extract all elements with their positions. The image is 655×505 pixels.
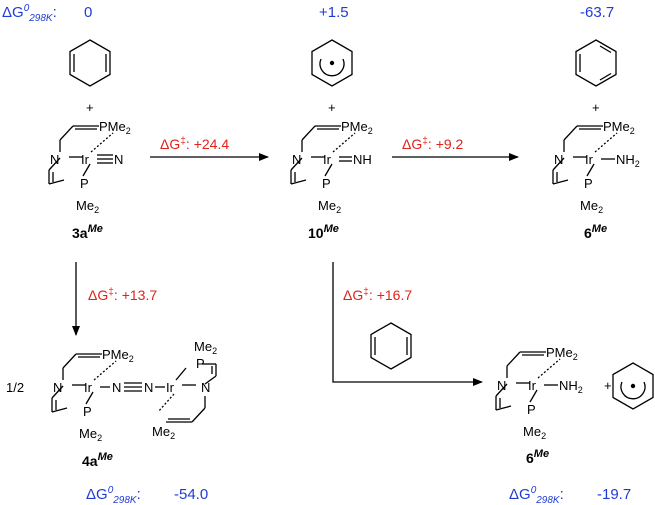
svg-text:N: N [292,152,301,167]
svg-text:Ir: Ir [323,152,332,167]
energy-bottom-left: ΔG0298K: -54.0 [86,485,208,505]
complex-6-top: N Ir NH2 PMe2 P Me2 [552,119,640,215]
svg-text:NH: NH [353,152,372,167]
complex-6-bottom: N Ir NH2 PMe2 P Me2 [495,345,583,441]
label-4a: 4aMe [82,451,113,469]
complex-3a: N Ir N PMe2 P Me2 [48,119,131,215]
benzene [575,39,617,87]
label-3a: 3aMe [72,223,103,241]
svg-text:Me2: Me2 [318,198,341,215]
svg-text:PMe2: PMe2 [603,119,635,136]
plus-4: + [604,378,612,393]
plus-1: + [86,100,94,115]
energy-mid: +1.5 [319,4,349,21]
barrier-3: ΔG‡:+13.7 [88,287,157,303]
svg-text:-19.7: -19.7 [597,486,631,503]
svg-text:PMe2: PMe2 [341,119,373,136]
label-6-top: 6Me [584,223,607,241]
barrier-2: ΔG‡:+9.2 [402,136,464,152]
svg-text:-54.0: -54.0 [174,486,208,503]
svg-text:Ir: Ir [166,380,175,395]
svg-text:N: N [144,380,153,395]
complex-4a: N Ir PMe2 P Me2 N N Ir N P Me2 Me2 [51,339,217,443]
svg-text:NH2: NH2 [559,378,583,395]
svg-text:N: N [53,380,62,395]
svg-text:ΔG0298K:: ΔG0298K: [509,485,564,505]
svg-text:ΔG0298K:: ΔG0298K: [86,485,141,505]
energy-bottom-right: ΔG0298K: -19.7 [509,485,631,505]
svg-text:PMe2: PMe2 [102,347,134,364]
svg-text:P: P [80,176,89,191]
svg-text:N: N [554,152,563,167]
label-6-bottom: 6Me [526,448,549,466]
svg-text:Me2: Me2 [523,424,546,441]
arrow-10-to-6-bottom [332,262,483,386]
label-10: 10Me [308,223,339,241]
complex-10: N Ir NH PMe2 P Me2 [290,119,373,215]
svg-text:N: N [201,380,210,395]
svg-text:N: N [497,378,506,393]
svg-text:NH2: NH2 [616,152,640,169]
cyclohexadienyl-radical [311,39,353,87]
svg-text:P: P [527,402,536,417]
svg-text:Ir: Ir [528,378,537,393]
svg-text:P: P [196,356,205,371]
half-coefficient: 1/2 [6,380,24,395]
cyclohexadienyl-radical-bottom [612,362,654,410]
svg-text:P: P [584,176,593,191]
plus-3: + [592,100,600,115]
cyclohexadiene-reagent [370,322,412,370]
svg-text:Me2: Me2 [152,424,175,441]
svg-text:P: P [322,176,331,191]
svg-text:P: P [83,404,92,419]
svg-text:Me2: Me2 [194,339,217,356]
energy-start: ΔG0298K: 0 [2,3,92,24]
svg-text:0: 0 [84,4,92,21]
svg-text:N: N [112,380,121,395]
cyclohexadiene-top [69,39,111,87]
energy-end: -63.7 [580,4,614,21]
svg-text:PMe2: PMe2 [546,345,578,362]
svg-text:Ir: Ir [84,380,93,395]
svg-text:Ir: Ir [81,152,90,167]
svg-text:N: N [50,152,59,167]
plus-2: + [328,100,336,115]
svg-text:Me2: Me2 [79,426,102,443]
svg-text:N: N [114,152,123,167]
svg-text:Me2: Me2 [580,198,603,215]
barrier-1: ΔG‡:+24.4 [160,136,229,152]
barrier-4: ΔG‡:+16.7 [343,287,412,303]
svg-text:ΔG0298K:: ΔG0298K: [2,3,57,24]
svg-text:PMe2: PMe2 [99,119,131,136]
svg-text:Me2: Me2 [76,198,99,215]
svg-text:Ir: Ir [585,152,594,167]
